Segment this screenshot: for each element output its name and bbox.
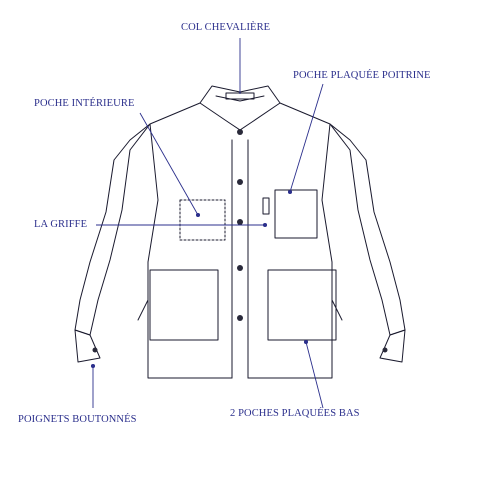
breast-pocket (274, 189, 318, 239)
leader-poche-interieure (139, 112, 199, 216)
leader-poche-poitrine (289, 83, 324, 193)
button (237, 265, 243, 271)
jacket-drawing (74, 85, 406, 379)
label-poche-plaquee-poitrine: POCHE PLAQUÉE POITRINE (293, 70, 431, 81)
button (237, 179, 243, 185)
label-2-poches-plaquees-bas: 2 POCHES PLAQUÉES BAS (230, 408, 360, 419)
lower-pocket-left (149, 269, 219, 341)
label-poche-interieure: POCHE INTÉRIEURE (34, 98, 135, 109)
leader-lines (90, 38, 324, 409)
collar-band (215, 95, 265, 102)
buttons (92, 129, 388, 353)
button (237, 219, 243, 225)
lower-pocket-right (267, 269, 337, 341)
label-poignets-boutonnes: POIGNETS BOUTONNÉS (18, 414, 137, 425)
cuff-button-left (92, 347, 98, 353)
button (237, 315, 243, 321)
inner-pocket (179, 199, 226, 241)
cuff-right (379, 329, 406, 363)
jacket-body-outline (74, 102, 201, 336)
side-slit-right (331, 299, 343, 321)
side-slit-left (137, 299, 149, 321)
label-col-chevaliere: COL CHEVALIÈRE (181, 22, 271, 33)
cuff-left (74, 329, 101, 363)
jacket-right-side (279, 102, 406, 336)
label-la-griffe: LA GRIFFE (34, 219, 88, 230)
cuff-button-right (382, 347, 388, 353)
leader-poches-bas (305, 341, 324, 409)
griffe-tag (262, 197, 270, 215)
button-collar (237, 129, 243, 135)
